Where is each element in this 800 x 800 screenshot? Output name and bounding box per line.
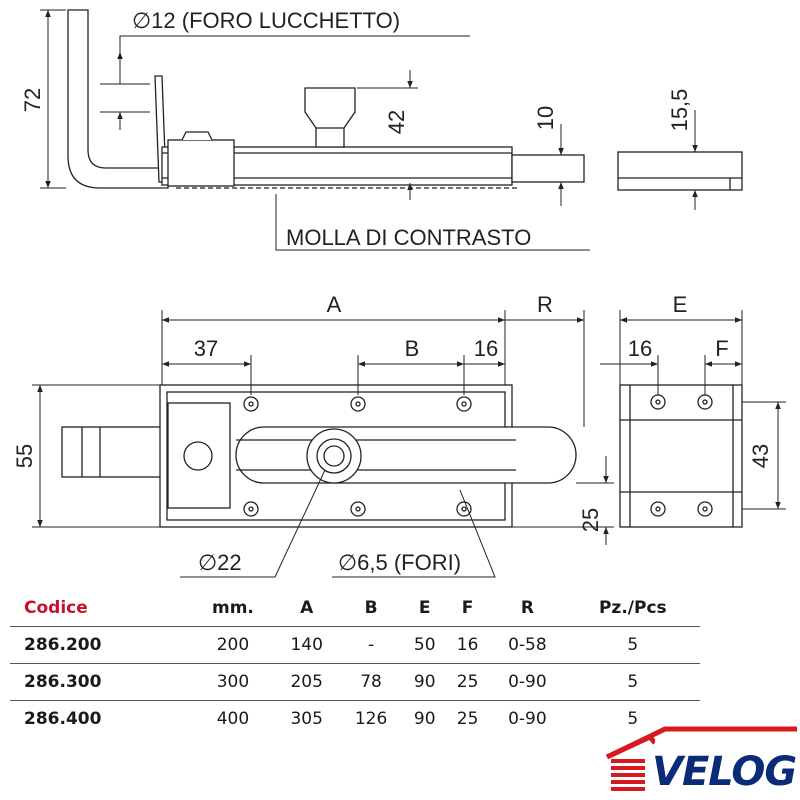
cell-mm: 300	[191, 663, 275, 701]
foro-lucchetto-label: ∅12 (FORO LUCCHETTO)	[132, 8, 400, 33]
cell-f: 16	[446, 626, 490, 664]
padlock-handle	[67, 9, 169, 189]
velog-logo-text: VELOG	[652, 749, 797, 795]
table-row: 286.400 400 305 126 90 25 0-90 5	[10, 700, 700, 737]
cell-r: 0-90	[489, 700, 566, 737]
cell-b: 78	[338, 663, 404, 701]
end-view	[617, 151, 743, 191]
spec-table: Codice mm. A B E F R Pz./Pcs 286.200 200…	[10, 590, 700, 737]
dim-16-bolt: 16	[474, 336, 498, 361]
dim-10: 10	[533, 106, 558, 130]
cell-codice: 286.200	[10, 626, 192, 664]
header-r: R	[520, 598, 534, 618]
cell-e: 90	[403, 700, 447, 737]
left-bracket	[167, 402, 231, 509]
dia-22-label: ∅22	[198, 550, 242, 575]
cell-r: 0-90	[489, 663, 566, 701]
header-e: E	[418, 598, 431, 618]
knob-inner	[316, 438, 352, 474]
dim-B: B	[405, 336, 420, 361]
dim-15-5: 15,5	[667, 89, 692, 132]
dim-43: 43	[748, 444, 773, 468]
keeper	[619, 384, 743, 528]
knob	[304, 87, 356, 148]
padlock-hole	[183, 441, 213, 471]
slot	[235, 426, 577, 484]
dim-72: 72	[20, 88, 45, 112]
header-mm: mm.	[211, 598, 254, 618]
cell-pcs: 5	[565, 663, 700, 701]
cell-a: 140	[274, 626, 339, 664]
fori-label: ∅6,5 (FORI)	[338, 550, 461, 575]
cell-b: 126	[338, 700, 404, 737]
bolt-rod	[511, 154, 585, 183]
screw-holes	[243, 396, 472, 517]
cell-pcs: 5	[565, 626, 700, 664]
cell-f: 25	[446, 663, 490, 701]
cell-a: 305	[274, 700, 339, 737]
cell-f: 25	[446, 700, 490, 737]
header-pcs: Pz./Pcs	[598, 598, 667, 618]
header-f: F	[461, 598, 474, 618]
dim-37: 37	[194, 336, 218, 361]
table-header-row: Codice mm. A B E F R Pz./Pcs	[10, 590, 700, 627]
table-row: 286.300 300 205 78 90 25 0-90 5	[10, 663, 700, 701]
dim-42: 42	[384, 110, 409, 134]
dim-E: E	[673, 292, 688, 317]
nut	[181, 131, 213, 141]
cell-a: 205	[274, 663, 339, 701]
cell-e: 50	[403, 626, 447, 664]
dim-16-keeper: 16	[628, 336, 652, 361]
cell-mm: 200	[191, 626, 275, 664]
dim-25: 25	[578, 508, 603, 532]
cell-mm: 400	[191, 700, 275, 737]
cell-codice: 286.300	[10, 663, 192, 701]
roof-line	[605, 726, 797, 760]
cell-codice: 286.400	[10, 700, 192, 737]
side-view	[67, 9, 743, 191]
cell-b: -	[338, 626, 404, 664]
front-bracket	[167, 139, 235, 187]
table-row: 286.200 200 140 - 50 16 0-58 5	[10, 626, 700, 664]
knob-outer	[306, 428, 362, 484]
header-a: A	[300, 598, 314, 618]
molla-label: MOLLA DI CONTRASTO	[286, 225, 531, 250]
handle-stub	[61, 426, 163, 478]
header-codice: Codice	[24, 598, 88, 618]
technical-drawing: ∅12 (FORO LUCCHETTO) MOLLA DI CONTRASTO …	[12, 8, 786, 578]
front-view	[61, 384, 743, 528]
dim-55: 55	[12, 444, 37, 468]
dim-R: R	[537, 292, 553, 317]
cell-e: 90	[403, 663, 447, 701]
dim-A: A	[327, 292, 342, 317]
cell-r: 0-58	[489, 626, 566, 664]
header-b: B	[364, 598, 378, 618]
dim-F: F	[715, 336, 728, 361]
